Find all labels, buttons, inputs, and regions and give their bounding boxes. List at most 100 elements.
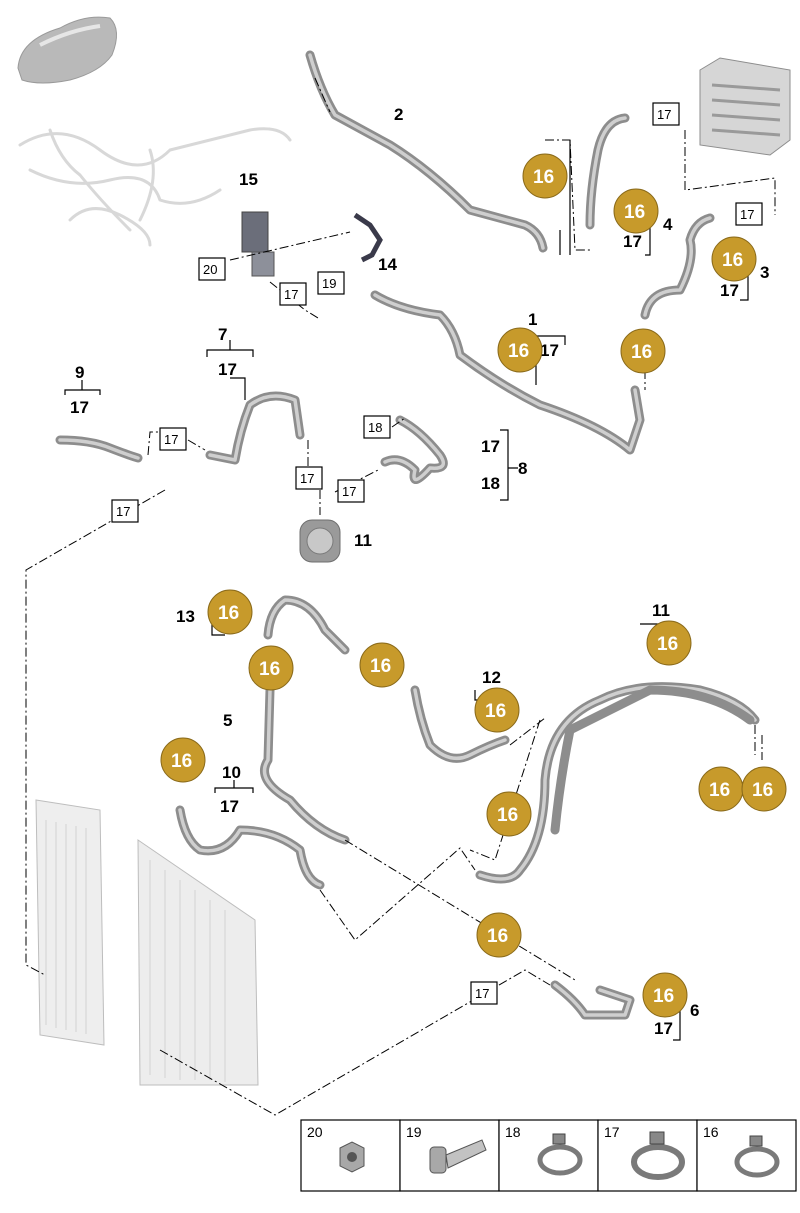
fastener-legend: 20 19 18 17 16 xyxy=(300,1119,797,1192)
svg-text:20: 20 xyxy=(203,262,217,277)
hose-4 xyxy=(585,113,630,230)
part-label-13: 13 xyxy=(176,607,195,626)
legend-label-16: 16 xyxy=(703,1124,719,1140)
clamp-badge: 16 xyxy=(741,766,787,812)
svg-text:18: 18 xyxy=(368,420,382,435)
hose-2 xyxy=(305,50,548,253)
svg-text:17: 17 xyxy=(342,484,356,499)
ref-17-part8: 17 xyxy=(481,437,500,456)
hose-10 xyxy=(175,805,325,890)
clamp-badge: 16 xyxy=(497,327,543,373)
clamp-badges: 16 16 16 16 16 16 16 16 16 16 16 16 16 1… xyxy=(160,153,787,1018)
clamp-badge: 16 xyxy=(613,188,659,234)
part-label-2: 2 xyxy=(394,105,403,124)
nut-icon xyxy=(339,1141,365,1173)
ref-box: 17 xyxy=(111,499,139,523)
coolant-system-overview xyxy=(18,127,292,247)
svg-text:17: 17 xyxy=(164,432,178,447)
svg-text:16: 16 xyxy=(722,250,743,271)
hose-8 xyxy=(380,415,448,484)
svg-text:16: 16 xyxy=(487,926,508,947)
part-label-14: 14 xyxy=(378,255,397,274)
ref-17-part7: 17 xyxy=(218,360,237,379)
hose-12 xyxy=(410,685,510,763)
svg-text:16: 16 xyxy=(709,780,730,801)
part-label-4: 4 xyxy=(663,215,673,234)
part-label-3: 3 xyxy=(760,263,769,282)
connector-lines xyxy=(25,77,776,1116)
ref-box: 17 xyxy=(652,102,680,126)
hose-3 xyxy=(640,213,715,320)
part-label-12: 12 xyxy=(482,668,501,687)
legend-label-17: 17 xyxy=(604,1124,620,1140)
svg-text:17: 17 xyxy=(740,207,754,222)
ref-box: 17 xyxy=(279,282,307,306)
ref-17-part9: 17 xyxy=(70,398,89,417)
svg-text:16: 16 xyxy=(752,780,773,801)
clamp-badge: 16 xyxy=(698,766,744,812)
clamp-badge: 16 xyxy=(359,642,405,688)
bracket-14 xyxy=(353,212,383,263)
legend-label-19: 19 xyxy=(406,1124,422,1140)
svg-text:16: 16 xyxy=(533,167,554,188)
hose-5 xyxy=(260,595,350,845)
svg-text:17: 17 xyxy=(300,471,314,486)
svg-text:17: 17 xyxy=(475,986,489,1001)
ref-box: 17 xyxy=(295,466,323,490)
clamp-badge: 16 xyxy=(476,912,522,958)
hose-1 xyxy=(370,290,645,455)
svg-text:16: 16 xyxy=(259,659,280,680)
hose-7 xyxy=(205,391,305,465)
hose-clamp-icon xyxy=(734,1135,780,1178)
bold-refs: 17 17 17 17 17 17 18 17 17 xyxy=(70,232,739,1038)
svg-text:16: 16 xyxy=(631,342,652,363)
part-labels: 2 15 14 4 3 1 7 9 8 11 13 11 12 5 10 6 xyxy=(75,105,769,1020)
svg-text:16: 16 xyxy=(497,805,518,826)
bolt-icon xyxy=(429,1139,487,1174)
svg-text:16: 16 xyxy=(485,701,506,722)
clamp-badge: 16 xyxy=(620,328,666,374)
svg-text:16: 16 xyxy=(171,751,192,772)
svg-text:17: 17 xyxy=(116,504,130,519)
clamp-badge: 16 xyxy=(474,687,520,733)
part-label-10: 10 xyxy=(222,763,241,782)
hose-6 xyxy=(550,980,635,1020)
valve-15 xyxy=(241,211,275,277)
hose-9 xyxy=(55,435,143,463)
radiator-right xyxy=(137,839,259,1086)
ref-box: 17 xyxy=(337,479,365,503)
clamp-badge: 16 xyxy=(160,737,206,783)
hose-11 xyxy=(475,682,760,884)
ref-17-part10: 17 xyxy=(220,797,239,816)
ref-box: 19 xyxy=(317,271,345,295)
ref-17-part6: 17 xyxy=(654,1019,673,1038)
clamp-badge: 16 xyxy=(711,236,757,282)
svg-text:16: 16 xyxy=(653,986,674,1007)
ref-18-part8: 18 xyxy=(481,474,500,493)
ref-box: 20 xyxy=(198,257,226,281)
clamp-badge: 16 xyxy=(522,153,568,199)
legend-label-18: 18 xyxy=(505,1124,521,1140)
svg-text:16: 16 xyxy=(370,656,391,677)
svg-text:19: 19 xyxy=(322,276,336,291)
part-label-11b: 11 xyxy=(652,601,670,620)
svg-text:17: 17 xyxy=(657,107,671,122)
part-label-5: 5 xyxy=(223,711,232,730)
part-label-15: 15 xyxy=(239,170,258,189)
svg-text:16: 16 xyxy=(508,341,529,362)
hose-clamp-icon xyxy=(631,1131,685,1180)
hose-clamp-icon xyxy=(537,1133,583,1176)
ref-box: 17 xyxy=(470,981,498,1005)
ref-box: 17 xyxy=(159,427,187,451)
ref-17-part4: 17 xyxy=(623,232,642,251)
part-label-9: 9 xyxy=(75,363,84,382)
ref-17-part3: 17 xyxy=(720,281,739,300)
radiator-left xyxy=(35,799,105,1046)
clamp-badge: 16 xyxy=(646,620,692,666)
svg-text:17: 17 xyxy=(284,287,298,302)
car-silhouette-icon xyxy=(17,16,117,84)
part-label-1: 1 xyxy=(528,310,537,329)
clamp-badge: 16 xyxy=(248,645,294,691)
svg-text:16: 16 xyxy=(657,634,678,655)
